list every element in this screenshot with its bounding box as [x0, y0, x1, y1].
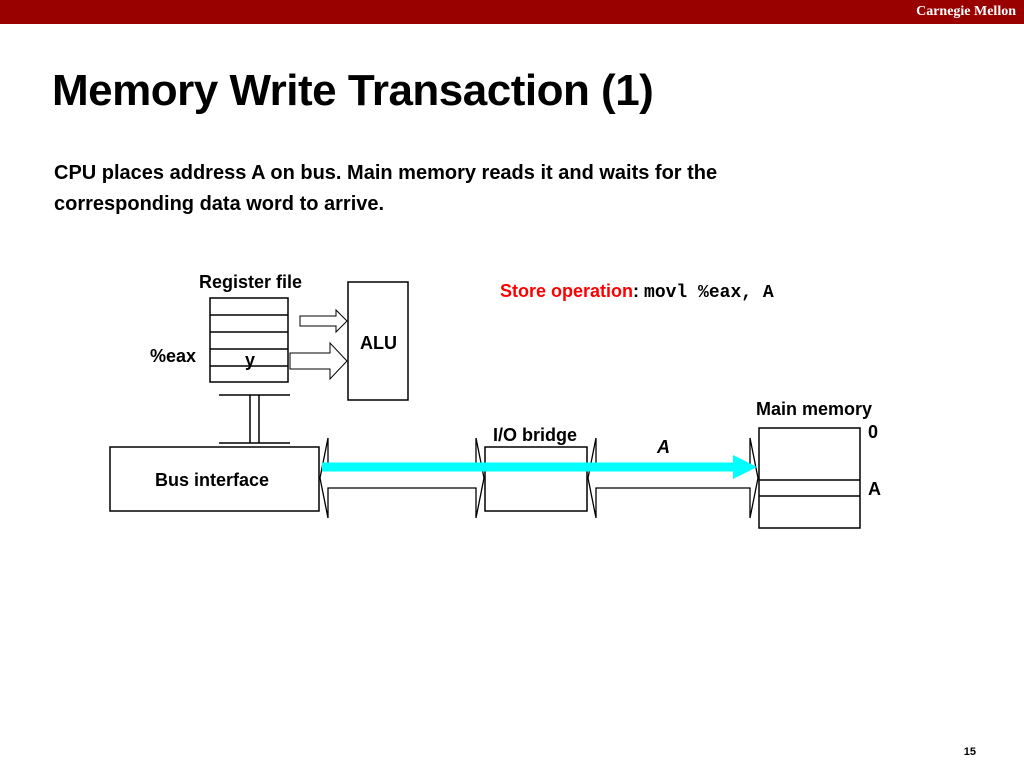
- slide-title: Memory Write Transaction (1): [52, 66, 654, 115]
- main-memory: [758, 427, 861, 529]
- store-operation: Store operation: movl %eax, A: [500, 281, 774, 303]
- regfile-to-alu-arrow-bottom: [289, 341, 348, 381]
- alu-label: ALU: [360, 333, 397, 353]
- io-bridge-box: [484, 446, 588, 512]
- register-file-label: Register file: [199, 272, 303, 292]
- main-memory-label: Main memory: [756, 399, 873, 419]
- slide-description: CPU places address A on bus. Main memory…: [54, 162, 718, 215]
- header-bar: Carnegie Mellon: [0, 0, 1024, 24]
- brand-text: Carnegie Mellon: [916, 4, 1016, 19]
- alu-box: [347, 281, 409, 401]
- eax-value: y: [245, 350, 256, 370]
- register-file: [209, 297, 289, 383]
- bus-data-arrowhead: [733, 455, 757, 479]
- bus-value-label: A: [657, 437, 670, 457]
- page-number: 15: [963, 746, 976, 758]
- memory-bus: [587, 437, 759, 519]
- system-bus: [319, 437, 485, 519]
- bus-interface-label: Bus interface: [155, 470, 270, 490]
- memory-address-a: A: [868, 479, 881, 499]
- store-instruction: movl %eax, A: [644, 283, 774, 303]
- store-operation-colon: :: [633, 281, 640, 301]
- regfile-to-alu-arrow-top: [299, 308, 348, 334]
- eax-label: %eax: [150, 346, 197, 366]
- io-bridge-label: I/O bridge: [493, 425, 578, 445]
- store-operation-label: Store operation: [500, 281, 634, 301]
- regfile-bus-connector: [219, 394, 290, 444]
- memory-address-zero: 0: [868, 422, 879, 442]
- bus-interface-box: [109, 446, 320, 512]
